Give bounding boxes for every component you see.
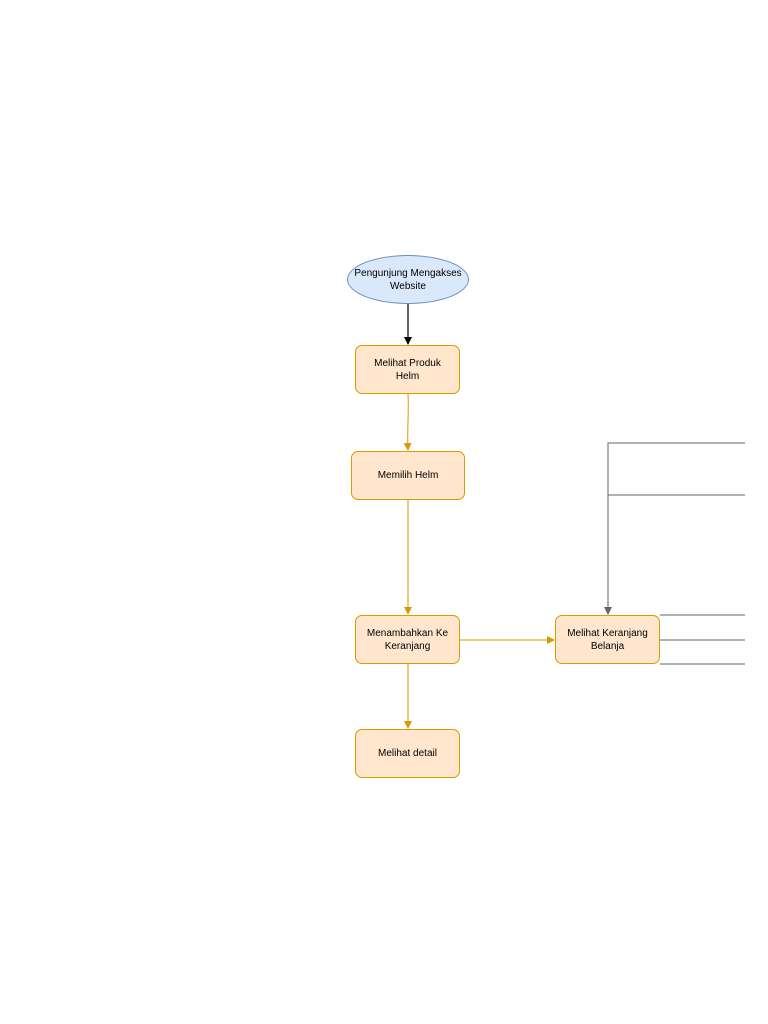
process-node-melihat-detail[interactable]: Melihat detail	[355, 729, 460, 778]
edge-produk-to-memilih	[403, 393, 412, 451]
process-node-label: Memilih Helm	[377, 470, 439, 481]
process-node-memilih-helm[interactable]: Memilih Helm	[351, 451, 465, 500]
process-node-melihat-produk[interactable]: Melihat Produk Helm	[355, 345, 460, 394]
process-node-label: Melihat Produk Helm	[374, 357, 441, 382]
process-node-menambahkan-keranjang[interactable]: Menambahkan Ke Keranjang	[355, 615, 460, 664]
start-node-label: Pengunjung Mengakses Website	[354, 267, 462, 292]
start-node-pengunjung[interactable]: Pengunjung Mengakses Website	[347, 255, 469, 304]
process-node-label: Menambahkan Ke Keranjang	[366, 627, 449, 652]
edge-external-top-to-keranjang	[604, 442, 745, 615]
process-node-label: Melihat Keranjang Belanja	[567, 627, 648, 652]
process-node-label: Melihat detail	[378, 748, 437, 759]
process-node-melihat-keranjang[interactable]: Melihat Keranjang Belanja	[555, 615, 660, 664]
